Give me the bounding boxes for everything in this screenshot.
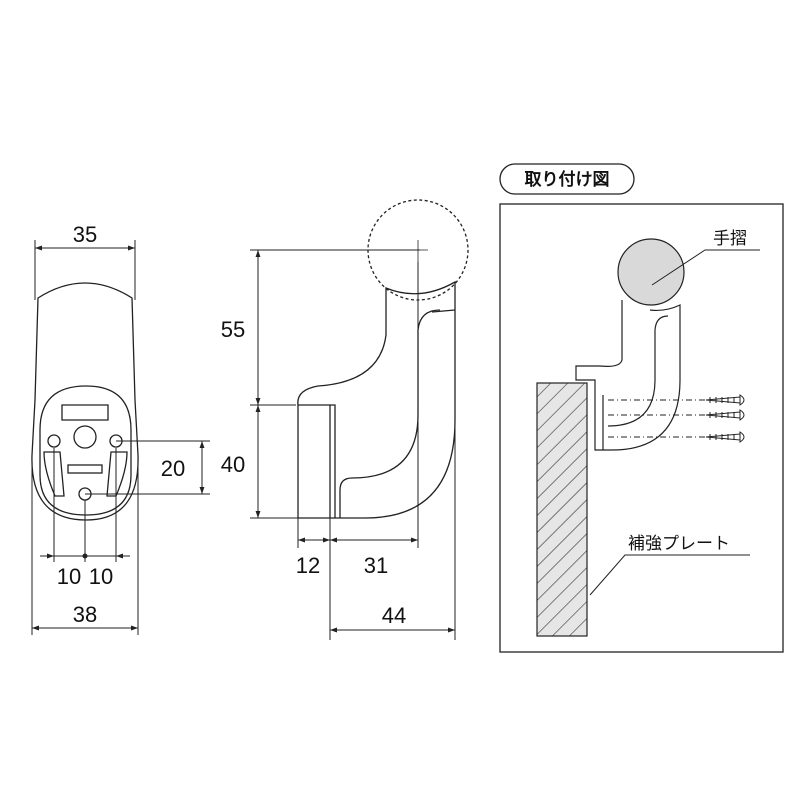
dim-upper-height: 55 [221,317,245,342]
front-center-hole [73,425,97,449]
screw-icon [705,394,745,406]
front-body-outline [31,282,139,521]
handrail [617,238,685,306]
handrail-label: 手摺 [713,229,747,249]
dim-top-width: 35 [73,222,97,247]
front-top-slot [61,404,109,421]
dim-bottom-width: 38 [73,602,97,627]
front-left-hole [47,434,61,448]
screw-icon [705,431,745,443]
dim-plate-thickness: 12 [296,553,320,578]
front-center-slot [67,464,103,474]
side-dimensions [250,249,456,640]
front-base-plate [39,385,132,516]
dim-total-depth: 44 [382,603,406,628]
front-left-leg [43,451,65,497]
side-bracket-inner [339,309,441,518]
front-right-leg [106,451,128,497]
front-center-dot [82,553,88,559]
dim-arm-reach: 31 [364,553,388,578]
screw-icon [705,409,745,421]
reinforcement-plate-label: 補強プレート [628,534,730,554]
dim-hole-spacing-vertical: 20 [161,456,185,481]
installation-header-pill [499,163,635,195]
side-bracket-arm [297,280,456,519]
screws [608,394,745,443]
side-view [297,199,469,519]
reinforcement-plate [536,382,588,637]
front-dimensions [31,240,210,635]
callout-leaders [589,249,760,596]
dim-lower-height: 40 [221,452,245,477]
dim-hole-spacing-right: 10 [89,564,113,589]
front-view [31,282,139,521]
dim-hole-spacing-left: 10 [57,564,81,589]
installation-panel [499,163,784,653]
installation-bracket [575,300,681,451]
installation-header: 取り付け図 [525,169,610,190]
